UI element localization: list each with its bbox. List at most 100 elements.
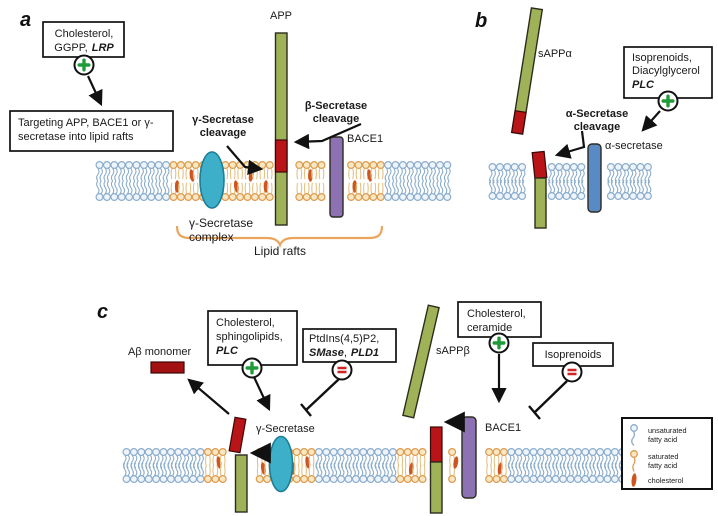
lipid-head	[366, 448, 375, 457]
lipid-head	[125, 193, 134, 202]
lipid-tail	[439, 167, 444, 182]
lipid-tail	[226, 168, 229, 180]
cholesterol-molecule	[367, 169, 373, 182]
lipid-tail	[388, 167, 392, 182]
lipid-head	[218, 448, 227, 457]
lipid-head	[418, 475, 427, 484]
lipid-tail	[143, 180, 148, 195]
lipid-tail	[363, 462, 367, 477]
lipid-tail	[162, 167, 167, 182]
lipid-tail	[625, 179, 630, 194]
lipid-tail	[322, 182, 325, 194]
lipid-tail	[577, 462, 582, 477]
inhibition-arrow	[528, 380, 568, 420]
lipid-tail	[345, 462, 349, 477]
lipid-head	[369, 161, 378, 170]
lipid-tail	[384, 167, 389, 182]
lipid-head	[166, 448, 175, 457]
lipid-head	[228, 161, 237, 170]
lipid-head	[137, 475, 146, 484]
lipid-head	[581, 475, 590, 484]
lipid-tail	[147, 167, 152, 182]
gamma-secretase-label: γ-Secretase	[256, 423, 315, 435]
lipid-tail	[237, 182, 239, 194]
lipid-head	[317, 161, 326, 170]
lipid-head	[403, 448, 412, 457]
lipid-tail	[121, 180, 126, 195]
lipid-tail	[192, 182, 195, 194]
lipid-tail	[370, 462, 375, 477]
lipid-tail	[133, 167, 137, 182]
lipid-tail	[395, 180, 399, 195]
lipid-tail	[185, 168, 188, 180]
lipid-tail	[607, 179, 611, 194]
lipid-head	[610, 475, 619, 484]
lipid-head	[522, 475, 531, 484]
lipid-head	[314, 475, 323, 484]
legend-label: fatty acid	[648, 435, 677, 444]
lipid-head	[398, 161, 407, 170]
lipid-tail	[355, 182, 358, 194]
lipid-tail	[570, 179, 574, 194]
lipid-head	[448, 448, 457, 457]
lipid-head	[154, 161, 163, 170]
lipid-tail	[155, 167, 159, 182]
beta-cleavage-label: cleavage	[313, 113, 359, 125]
lipid-tail	[417, 180, 422, 195]
lipid-tail	[399, 167, 403, 182]
cholesterol-molecule	[497, 462, 503, 475]
lipid-tail	[136, 180, 140, 195]
lipid-tail	[252, 168, 254, 180]
lipid-tail	[256, 464, 259, 476]
lipid-head	[507, 475, 516, 484]
membrane-panel-c	[122, 448, 656, 484]
lipid-tail	[126, 462, 130, 477]
lipid-tail	[315, 462, 319, 477]
lipid-tail	[401, 455, 404, 467]
lipid-tail	[182, 168, 184, 180]
lipid-head	[295, 193, 304, 202]
sappa-red-tip	[511, 109, 527, 135]
lipid-tail	[404, 455, 407, 467]
lipid-tail	[158, 167, 163, 182]
lipid-head	[610, 448, 619, 457]
lipid-head	[495, 163, 504, 172]
lipid-tail	[256, 168, 258, 180]
lipid-head	[596, 448, 605, 457]
lipid-head	[211, 448, 220, 457]
lipid-tail	[178, 168, 180, 180]
lipid-tail	[493, 464, 496, 476]
lipid-tail	[629, 179, 634, 194]
app-red-segment	[429, 426, 443, 463]
lipid-head	[359, 475, 368, 484]
lipid-tail	[540, 462, 545, 477]
lipid-head	[522, 448, 531, 457]
lipid-tail	[511, 462, 515, 477]
lipid-head	[191, 193, 200, 202]
box-text: ceramide	[467, 322, 512, 334]
lipid-head	[102, 161, 111, 170]
lipid-head	[354, 161, 363, 170]
lipid-tail	[505, 455, 507, 467]
lipid-tail	[297, 464, 300, 476]
lipid-head	[596, 475, 605, 484]
lipid-tail	[647, 179, 652, 194]
lipid-tail	[370, 182, 373, 194]
lipid-head	[428, 193, 437, 202]
cholesterol-molecule	[216, 456, 222, 469]
lipid-tail	[416, 464, 418, 476]
lipid-head	[139, 193, 148, 202]
lipid-head	[614, 192, 623, 201]
lipid-head	[603, 448, 612, 457]
lipid-head	[499, 448, 508, 457]
lipid-head	[421, 161, 430, 170]
lipid-head	[636, 192, 645, 201]
gamma-secretase-shape	[268, 435, 294, 493]
lipid-head	[169, 161, 178, 170]
lipid-head	[354, 193, 363, 202]
lipid-tail	[363, 168, 365, 180]
lipid-tail	[141, 462, 145, 477]
lipid-tail	[166, 167, 170, 182]
lipid-head	[529, 448, 538, 457]
lipid-tail	[389, 462, 393, 477]
